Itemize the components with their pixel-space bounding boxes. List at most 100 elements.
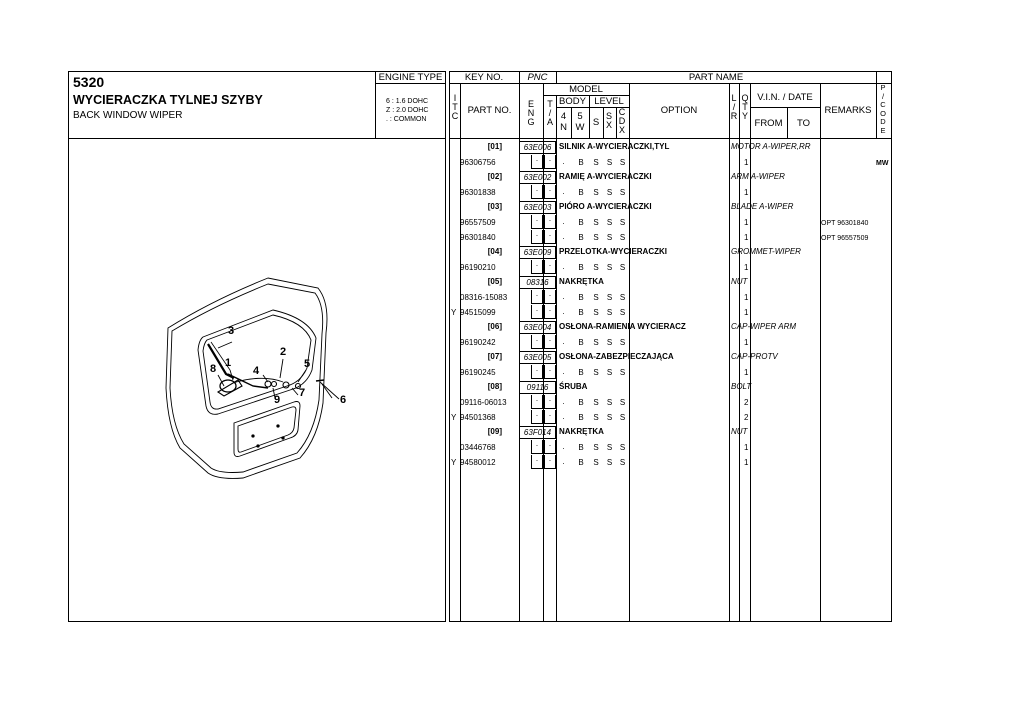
part-level-s3: S <box>619 398 626 407</box>
part-body: B <box>578 398 584 407</box>
part-number[interactable]: 96557509 <box>460 218 496 227</box>
ta-label: T/A <box>546 99 553 127</box>
group-name-pl: PIÓRO A-WYCIERACZKI <box>559 202 652 211</box>
part-dot: . <box>562 397 565 406</box>
part-dot: . <box>562 412 565 421</box>
group-name-pl: OSŁONA-ZABEZPIECZAJĄCA <box>559 352 674 361</box>
part-number[interactable]: 96190242 <box>460 338 496 347</box>
part-ta-box: . <box>544 260 556 274</box>
group-name-pl: NAKRĘTKA <box>559 277 604 286</box>
part-level-s3: S <box>619 338 626 347</box>
part-dot: . <box>562 232 565 241</box>
callout-8: 8 <box>210 363 217 375</box>
part-dot: . <box>562 262 565 271</box>
part-level-s1: S <box>593 413 599 422</box>
group-key: [01] <box>487 142 502 151</box>
part-level-s3: S <box>619 233 626 242</box>
part-level-s1: S <box>593 293 599 302</box>
part-number[interactable]: 96306756 <box>460 158 496 167</box>
parts-table-body <box>449 138 892 622</box>
callout-6-leader <box>319 381 340 400</box>
callout-7: 7 <box>299 387 306 399</box>
part-body: B <box>578 443 584 452</box>
group-pnc: 09116 <box>519 381 556 394</box>
part-level-s3: S <box>619 263 626 272</box>
group-name-en: BLADE A-WIPER <box>731 202 794 211</box>
group-pnc: 63F014 <box>519 426 556 439</box>
part-number[interactable]: 09116-06013 <box>460 398 507 407</box>
lr-label: L/R <box>730 93 738 121</box>
group-key: [09] <box>487 427 502 436</box>
part-ta-box: . <box>544 185 556 199</box>
part-level-s2: S <box>606 443 613 452</box>
part-dot: . <box>562 337 565 346</box>
part-ta-box: . <box>544 365 556 379</box>
part-dot: . <box>562 187 565 196</box>
callout-5: 5 <box>304 358 311 370</box>
part-number[interactable]: 96301840 <box>460 233 496 242</box>
part-eng-box: . <box>531 290 543 304</box>
part-body: B <box>578 188 584 197</box>
part-qty: 1 <box>744 458 749 467</box>
part-qty: 1 <box>744 338 749 347</box>
callout-6: 6 <box>340 394 347 406</box>
part-level-s1: S <box>593 158 599 167</box>
part-level-s2: S <box>606 458 613 467</box>
part-level-s2: S <box>606 398 613 407</box>
callout-9: 9 <box>274 394 281 406</box>
part-body: B <box>578 458 584 467</box>
group-name-pl: PRZELOTKA-WYCIERACZKI <box>559 247 667 256</box>
group-name-en: CAP-WIPER ARM <box>731 322 797 331</box>
group-pnc: 63E009 <box>519 246 556 259</box>
vin-date-label: V.I.N. / DATE <box>757 92 813 103</box>
part-body: B <box>578 233 584 242</box>
part-level-s1: S <box>593 398 599 407</box>
group-name-en: NUT <box>731 277 748 286</box>
part-eng-box: . <box>531 185 543 199</box>
part-number[interactable]: 08316-15083 <box>460 293 508 302</box>
group-name-en: MOTOR A-WIPER,RR <box>731 142 811 151</box>
part-number[interactable]: 96301838 <box>460 188 496 197</box>
part-number[interactable]: 96190245 <box>460 368 496 377</box>
part-body: B <box>578 158 584 167</box>
part-number[interactable]: 96190210 <box>460 263 496 272</box>
part-level-s2: S <box>606 233 613 242</box>
group-name-pl: NAKRĘTKA <box>559 427 604 436</box>
part-level-s3: S <box>619 413 626 422</box>
group-pnc: 63E003 <box>519 201 556 214</box>
remarks-label: REMARKS <box>824 105 872 116</box>
group-pnc: 08316 <box>519 276 556 289</box>
part-body: B <box>578 218 584 227</box>
part-number[interactable]: 03446768 <box>460 443 496 452</box>
part-ta-box: . <box>544 215 556 229</box>
part-level-s3: S <box>619 188 626 197</box>
part-dot: . <box>562 442 565 451</box>
part-level-s1: S <box>593 338 599 347</box>
part-qty: 1 <box>744 308 749 317</box>
part-level-s2: S <box>606 338 613 347</box>
part-level-s2: S <box>606 413 613 422</box>
part-level-s1: S <box>593 263 599 272</box>
group-name-en: CAP-PROTV <box>731 352 778 361</box>
part-ta-box: . <box>544 290 556 304</box>
part-qty: 1 <box>744 233 749 242</box>
part-level-s2: S <box>606 308 613 317</box>
part-level-s1: S <box>593 443 599 452</box>
group-name-en: BOLT <box>731 382 752 391</box>
part-level-s3: S <box>619 293 626 302</box>
part-qty: 1 <box>744 218 749 227</box>
page-title-en: BACK WINDOW WIPER <box>73 110 183 121</box>
part-qty: 1 <box>744 158 749 167</box>
part-number[interactable]: 94580012 <box>460 458 496 467</box>
level-col-s: S <box>592 117 600 128</box>
level-label: LEVEL <box>594 96 624 107</box>
page-code: 5320 <box>73 74 105 90</box>
part-eng-box: . <box>531 335 543 349</box>
tailgate-diagram <box>165 277 333 479</box>
group-pnc: 63E004 <box>519 321 556 334</box>
part-number[interactable]: 94501368 <box>460 413 496 422</box>
part-number[interactable]: 94515099 <box>460 308 496 317</box>
